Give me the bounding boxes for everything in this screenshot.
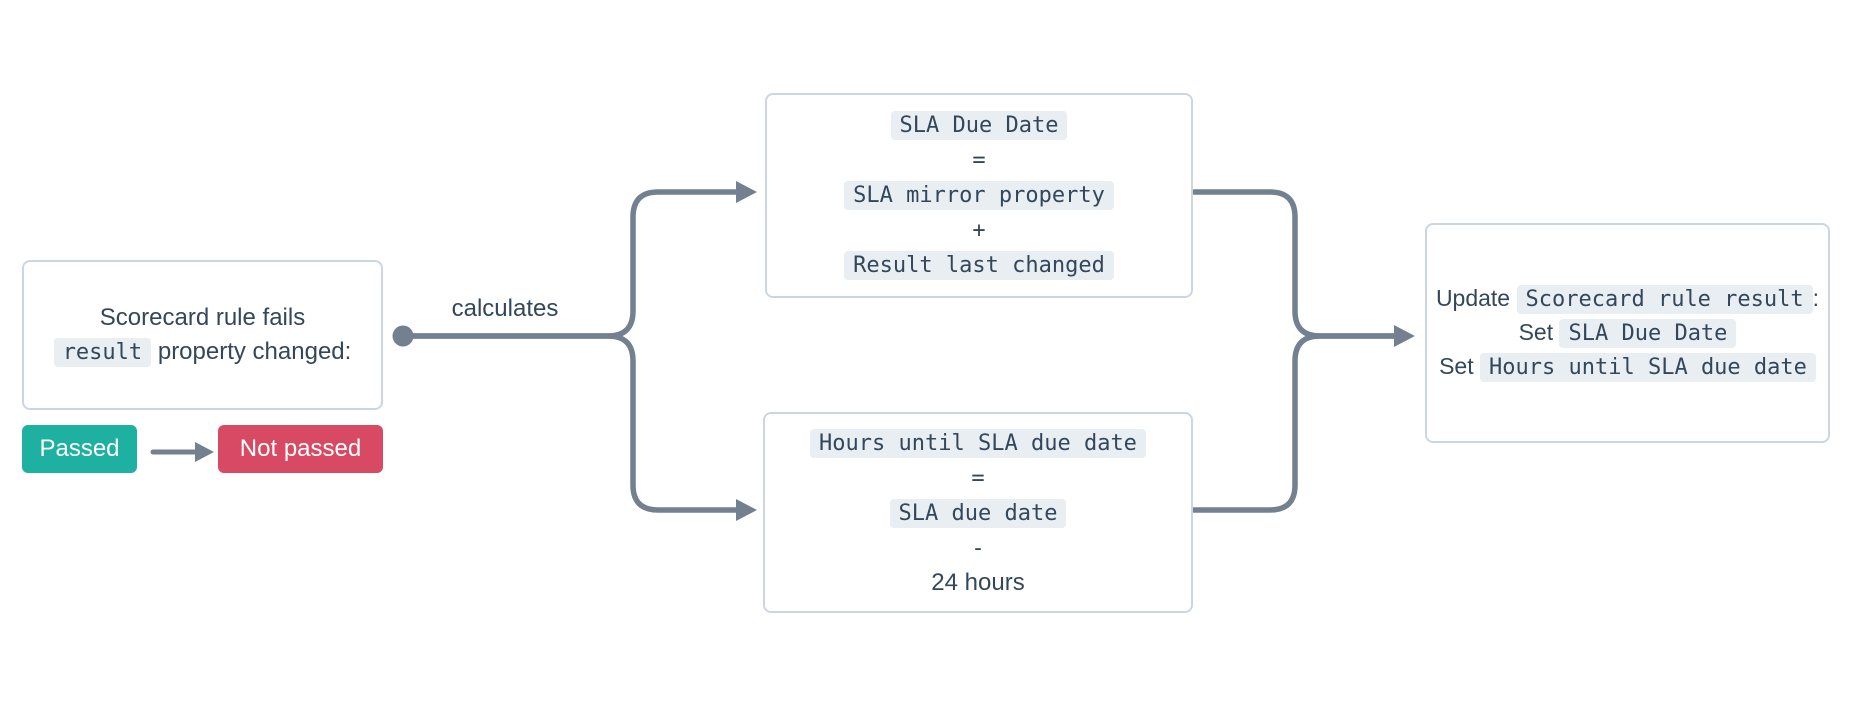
result-last-changed-chip: Result last changed (844, 251, 1114, 280)
passed-badge-label: Passed (39, 435, 120, 462)
calc-row: Hours until SLA due date (810, 426, 1146, 461)
calc-row: = (971, 461, 984, 496)
sla-due-date-chip: SLA Due Date (890, 111, 1068, 140)
equals-operator: = (972, 148, 986, 173)
update-line3: Set Hours until SLA due date (1439, 350, 1816, 384)
passed-badge: Passed (22, 425, 137, 473)
hours-until-sla-due-date-chip: Hours until SLA due date (810, 428, 1146, 458)
equals-operator: = (971, 465, 985, 491)
calc-row: - (971, 531, 984, 566)
calc-row: SLA mirror property (844, 178, 1114, 213)
branch-connector-bottom (405, 333, 741, 513)
arrowhead-top-calc-icon (736, 181, 757, 203)
not-passed-badge-label: Not passed (239, 435, 362, 462)
hours-until-sla-due-date-chip: Hours until SLA due date (1480, 353, 1816, 382)
calc-row: 24 hours (931, 566, 1024, 600)
trigger-box: Scorecard rule fails result property cha… (22, 260, 383, 410)
trigger-line1-text: Scorecard rule fails (99, 303, 306, 331)
sla-due-date-chip: SLA due date (889, 498, 1067, 528)
calculates-label: calculates (451, 295, 559, 322)
update-line1: Update Scorecard rule result: (1436, 282, 1819, 316)
update-prefix: Update (1435, 285, 1511, 311)
not-passed-badge: Not passed (218, 425, 383, 473)
sla-mirror-property-chip: SLA mirror property (844, 181, 1114, 210)
calc-row: Result last changed (844, 248, 1114, 283)
calc-row: SLA due date (889, 496, 1067, 531)
minus-operator: - (971, 535, 985, 561)
hours-until-sla-calc-box: Hours until SLA due date = SLA due date … (763, 412, 1193, 613)
update-result-box: Update Scorecard rule result: Set SLA Du… (1425, 223, 1830, 443)
trigger-line1: Scorecard rule fails (100, 301, 305, 335)
result-property-chip: result (53, 337, 152, 367)
scorecard-rule-result-chip: Scorecard rule result (1516, 285, 1813, 314)
merge-connector-top (1191, 189, 1399, 339)
calc-row: SLA Due Date (890, 108, 1068, 143)
sla-due-date-chip: SLA Due Date (1559, 319, 1737, 348)
set-prefix: Set (1439, 353, 1474, 379)
update-colon: : (1812, 285, 1820, 311)
plus-operator: + (972, 218, 986, 243)
calc-row: + (972, 213, 985, 248)
sla-due-date-calc-box: SLA Due Date = SLA mirror property + Res… (765, 93, 1193, 298)
merge-connector-bottom (1191, 333, 1399, 513)
arrowhead-update-box-icon (1394, 325, 1415, 347)
arrowhead-not-passed-icon (195, 442, 214, 462)
set-prefix: Set (1518, 319, 1554, 345)
trigger-line2: result property changed: (53, 335, 352, 370)
calc-row: = (972, 143, 985, 178)
arrowhead-bottom-calc-icon (736, 499, 757, 521)
update-line2: Set SLA Due Date (1519, 316, 1737, 350)
connector-origin-dot (392, 325, 414, 347)
trigger-line2-text: property changed: (157, 337, 352, 365)
hours-value-text: 24 hours (931, 568, 1025, 596)
